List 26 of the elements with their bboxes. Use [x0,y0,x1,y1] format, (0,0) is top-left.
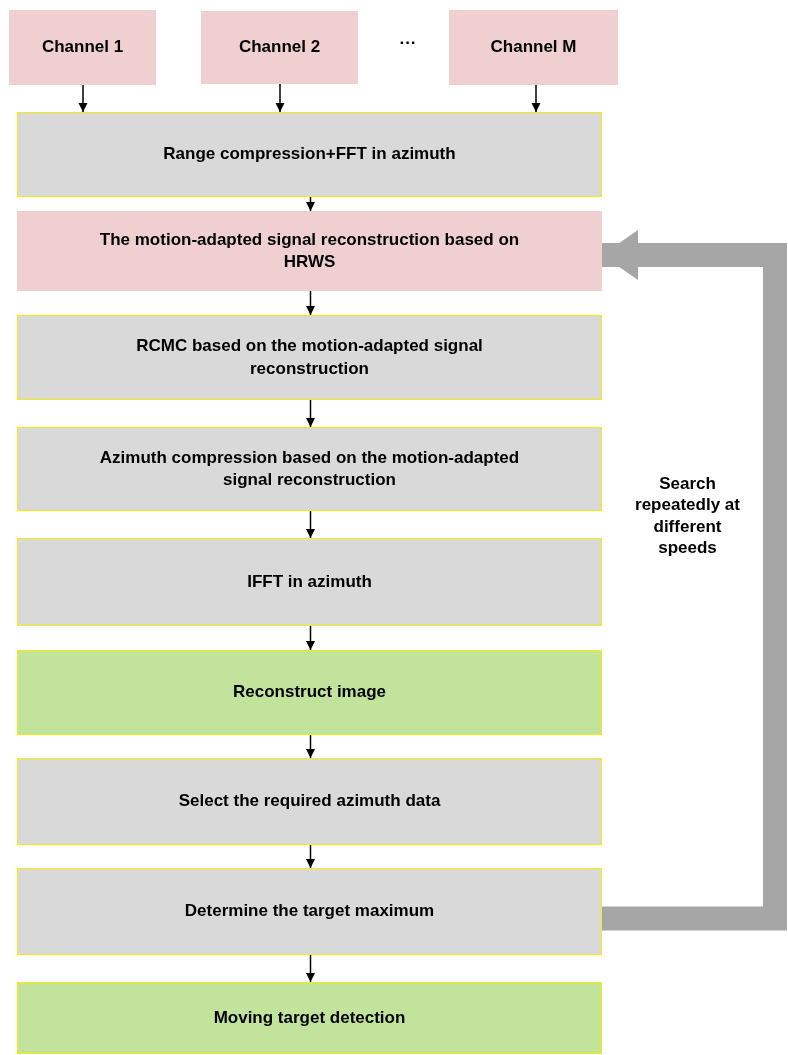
input-box: Channel 1 [9,10,156,85]
process-box: Azimuth compression based on the motion-adapted signal reconstruction [17,427,602,511]
process-box: Range compression+FFT in azimuth [17,112,602,197]
arrow [306,734,315,759]
result-box: Moving target detection [17,982,602,1054]
arrow [306,399,315,428]
arrow [306,196,315,212]
process-box: IFFT in azimuth [17,538,602,626]
arrow [306,844,315,869]
arrow [531,84,541,113]
arrow [306,290,315,316]
process-box: Reconstruct image [17,650,602,735]
arrow [275,83,285,113]
ellipsis: ··· [398,32,418,54]
process-box: Determine the target maximum [17,868,602,955]
process-box: Select the required azimuth data [17,758,602,845]
arrow [78,84,88,113]
input-box: Channel 2 [201,11,358,84]
arrow [306,625,315,651]
edge-label: Search repeatedly at different speeds [634,473,741,558]
arrow [306,954,315,983]
arrow [306,510,315,539]
process-box: The motion-adapted signal reconstruction based on HRWS [17,211,602,291]
input-box: Channel M [449,10,618,85]
process-box: RCMC based on the motion-adapted signal reconstruction [17,315,602,400]
feedback-arrow [602,230,787,931]
